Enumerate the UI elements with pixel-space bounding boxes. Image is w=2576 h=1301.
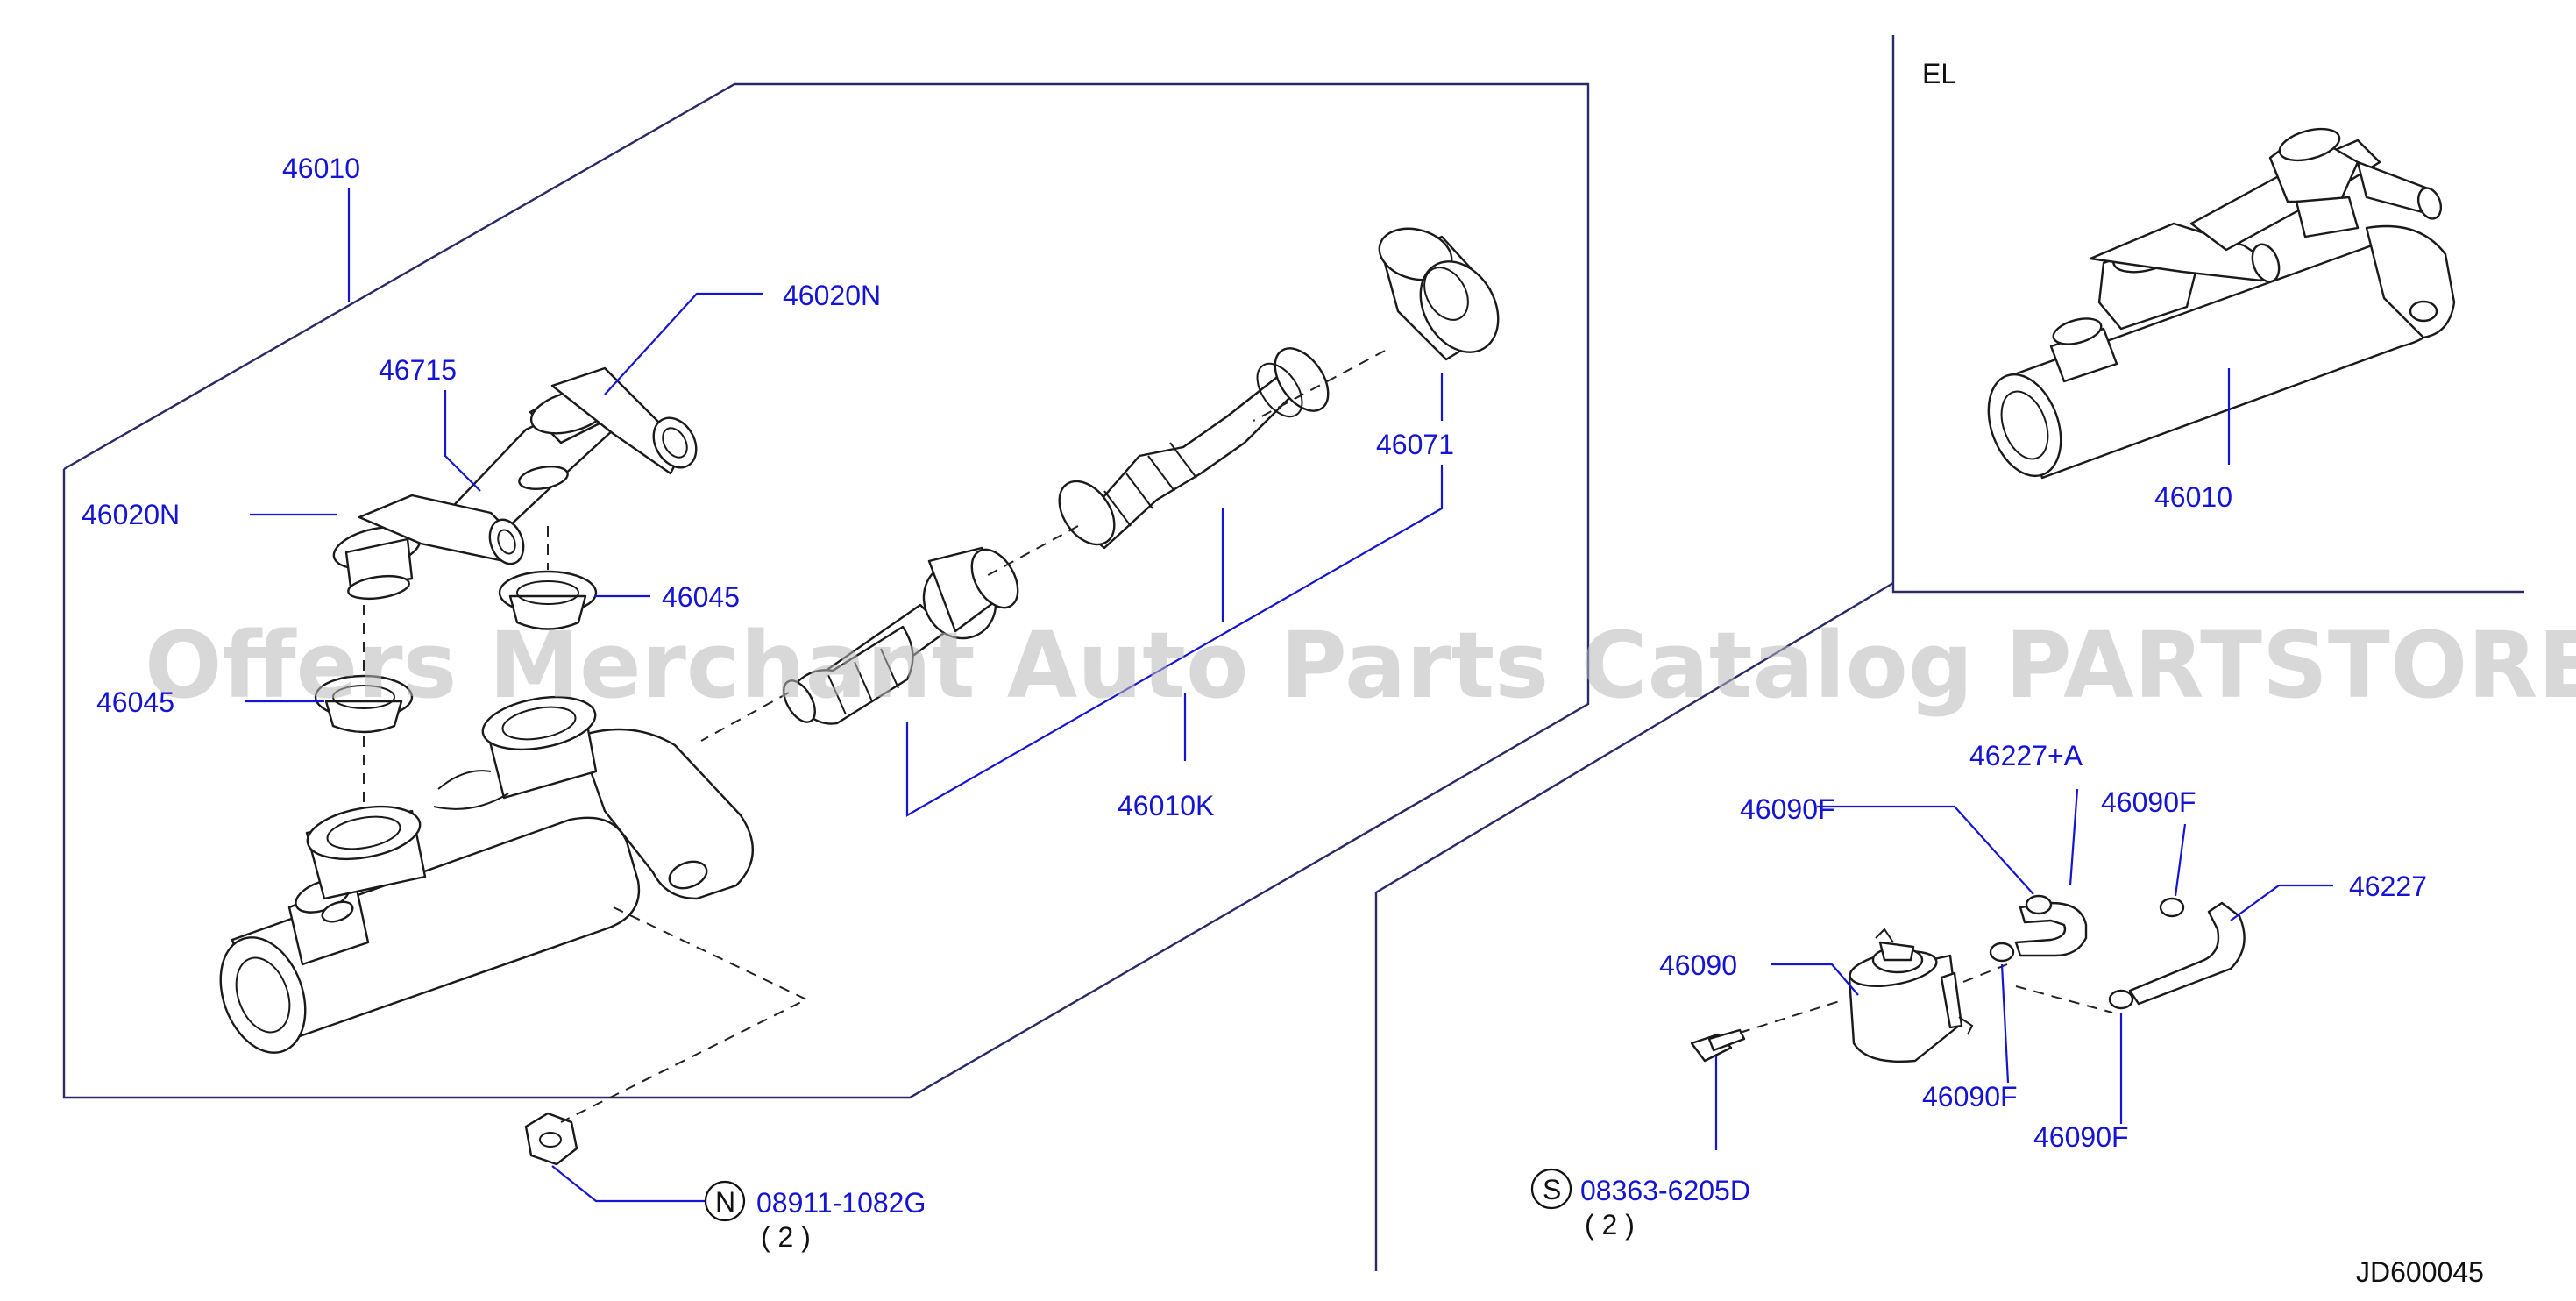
- part-label-46090f-1[interactable]: 46090F: [1740, 793, 1835, 825]
- hose-a[interactable]: [2014, 901, 2088, 957]
- part-label-46090f-2[interactable]: 46090F: [2101, 786, 2196, 818]
- connector-pipe-assembly[interactable]: [330, 366, 706, 602]
- part-label-46020n-left[interactable]: 46020N: [82, 499, 180, 530]
- part-label-46045-right[interactable]: 46045: [662, 581, 740, 613]
- master-cylinder-el[interactable]: [1976, 123, 2456, 486]
- part-label-46010k[interactable]: 46010K: [1118, 790, 1214, 821]
- master-cylinder-main[interactable]: [205, 689, 754, 1064]
- reservoir-tank[interactable]: [1848, 928, 1974, 1063]
- part-label-46010-el[interactable]: 46010: [2154, 481, 2232, 513]
- reservoir-bolt[interactable]: [1690, 1028, 1746, 1063]
- hose-clamps[interactable]: [1989, 894, 2185, 1010]
- retainer-cup[interactable]: [1373, 221, 1514, 366]
- diagram-code: JD600045: [2356, 1256, 2484, 1288]
- part-label-46090[interactable]: 46090: [1659, 949, 1737, 981]
- part-label-46090f-4[interactable]: 46090F: [2033, 1121, 2129, 1153]
- part-label-46071[interactable]: 46071: [1376, 429, 1454, 460]
- hose[interactable]: [2128, 901, 2246, 1006]
- assembly-axes-left: [363, 350, 1386, 1123]
- part-label-46020n-upper[interactable]: 46020N: [783, 280, 881, 311]
- nut-quantity: ( 2 ): [761, 1221, 811, 1253]
- flange-nut[interactable]: [524, 1112, 578, 1166]
- part-label-08363-6205d[interactable]: 08363-6205D: [1580, 1175, 1750, 1206]
- frame-lines: [62, 35, 2524, 1271]
- part-label-46090f-3[interactable]: 46090F: [1922, 1081, 2018, 1113]
- piston-set-secondary[interactable]: [1048, 338, 1339, 554]
- part-label-46045-left[interactable]: 46045: [96, 686, 174, 718]
- leader-lines: [245, 188, 2333, 1203]
- bolt-prefix-circle: [1530, 1168, 1572, 1210]
- variant-tag-el: EL: [1922, 58, 1956, 89]
- nut-prefix-circle: [704, 1180, 746, 1222]
- part-label-46715[interactable]: 46715: [379, 354, 457, 386]
- part-label-46227[interactable]: 46227: [2349, 871, 2427, 902]
- part-label-46010-main[interactable]: 46010: [282, 153, 360, 184]
- grommet-left[interactable]: [314, 674, 414, 734]
- bolt-prefix: S: [1543, 1174, 1561, 1205]
- grommet-right[interactable]: [498, 570, 598, 630]
- watermark-text: Offers Merchant Auto Parts Catalog PARTS…: [145, 612, 2576, 719]
- part-label-08911-1082g[interactable]: 08911-1082G: [756, 1187, 926, 1219]
- assembly-axes-right: [1739, 963, 2113, 1034]
- bolt-quantity: ( 2 ): [1585, 1209, 1635, 1241]
- piston-set[interactable]: [777, 542, 1027, 728]
- part-label-46227a[interactable]: 46227+A: [1969, 740, 2083, 771]
- nut-prefix: N: [715, 1186, 735, 1218]
